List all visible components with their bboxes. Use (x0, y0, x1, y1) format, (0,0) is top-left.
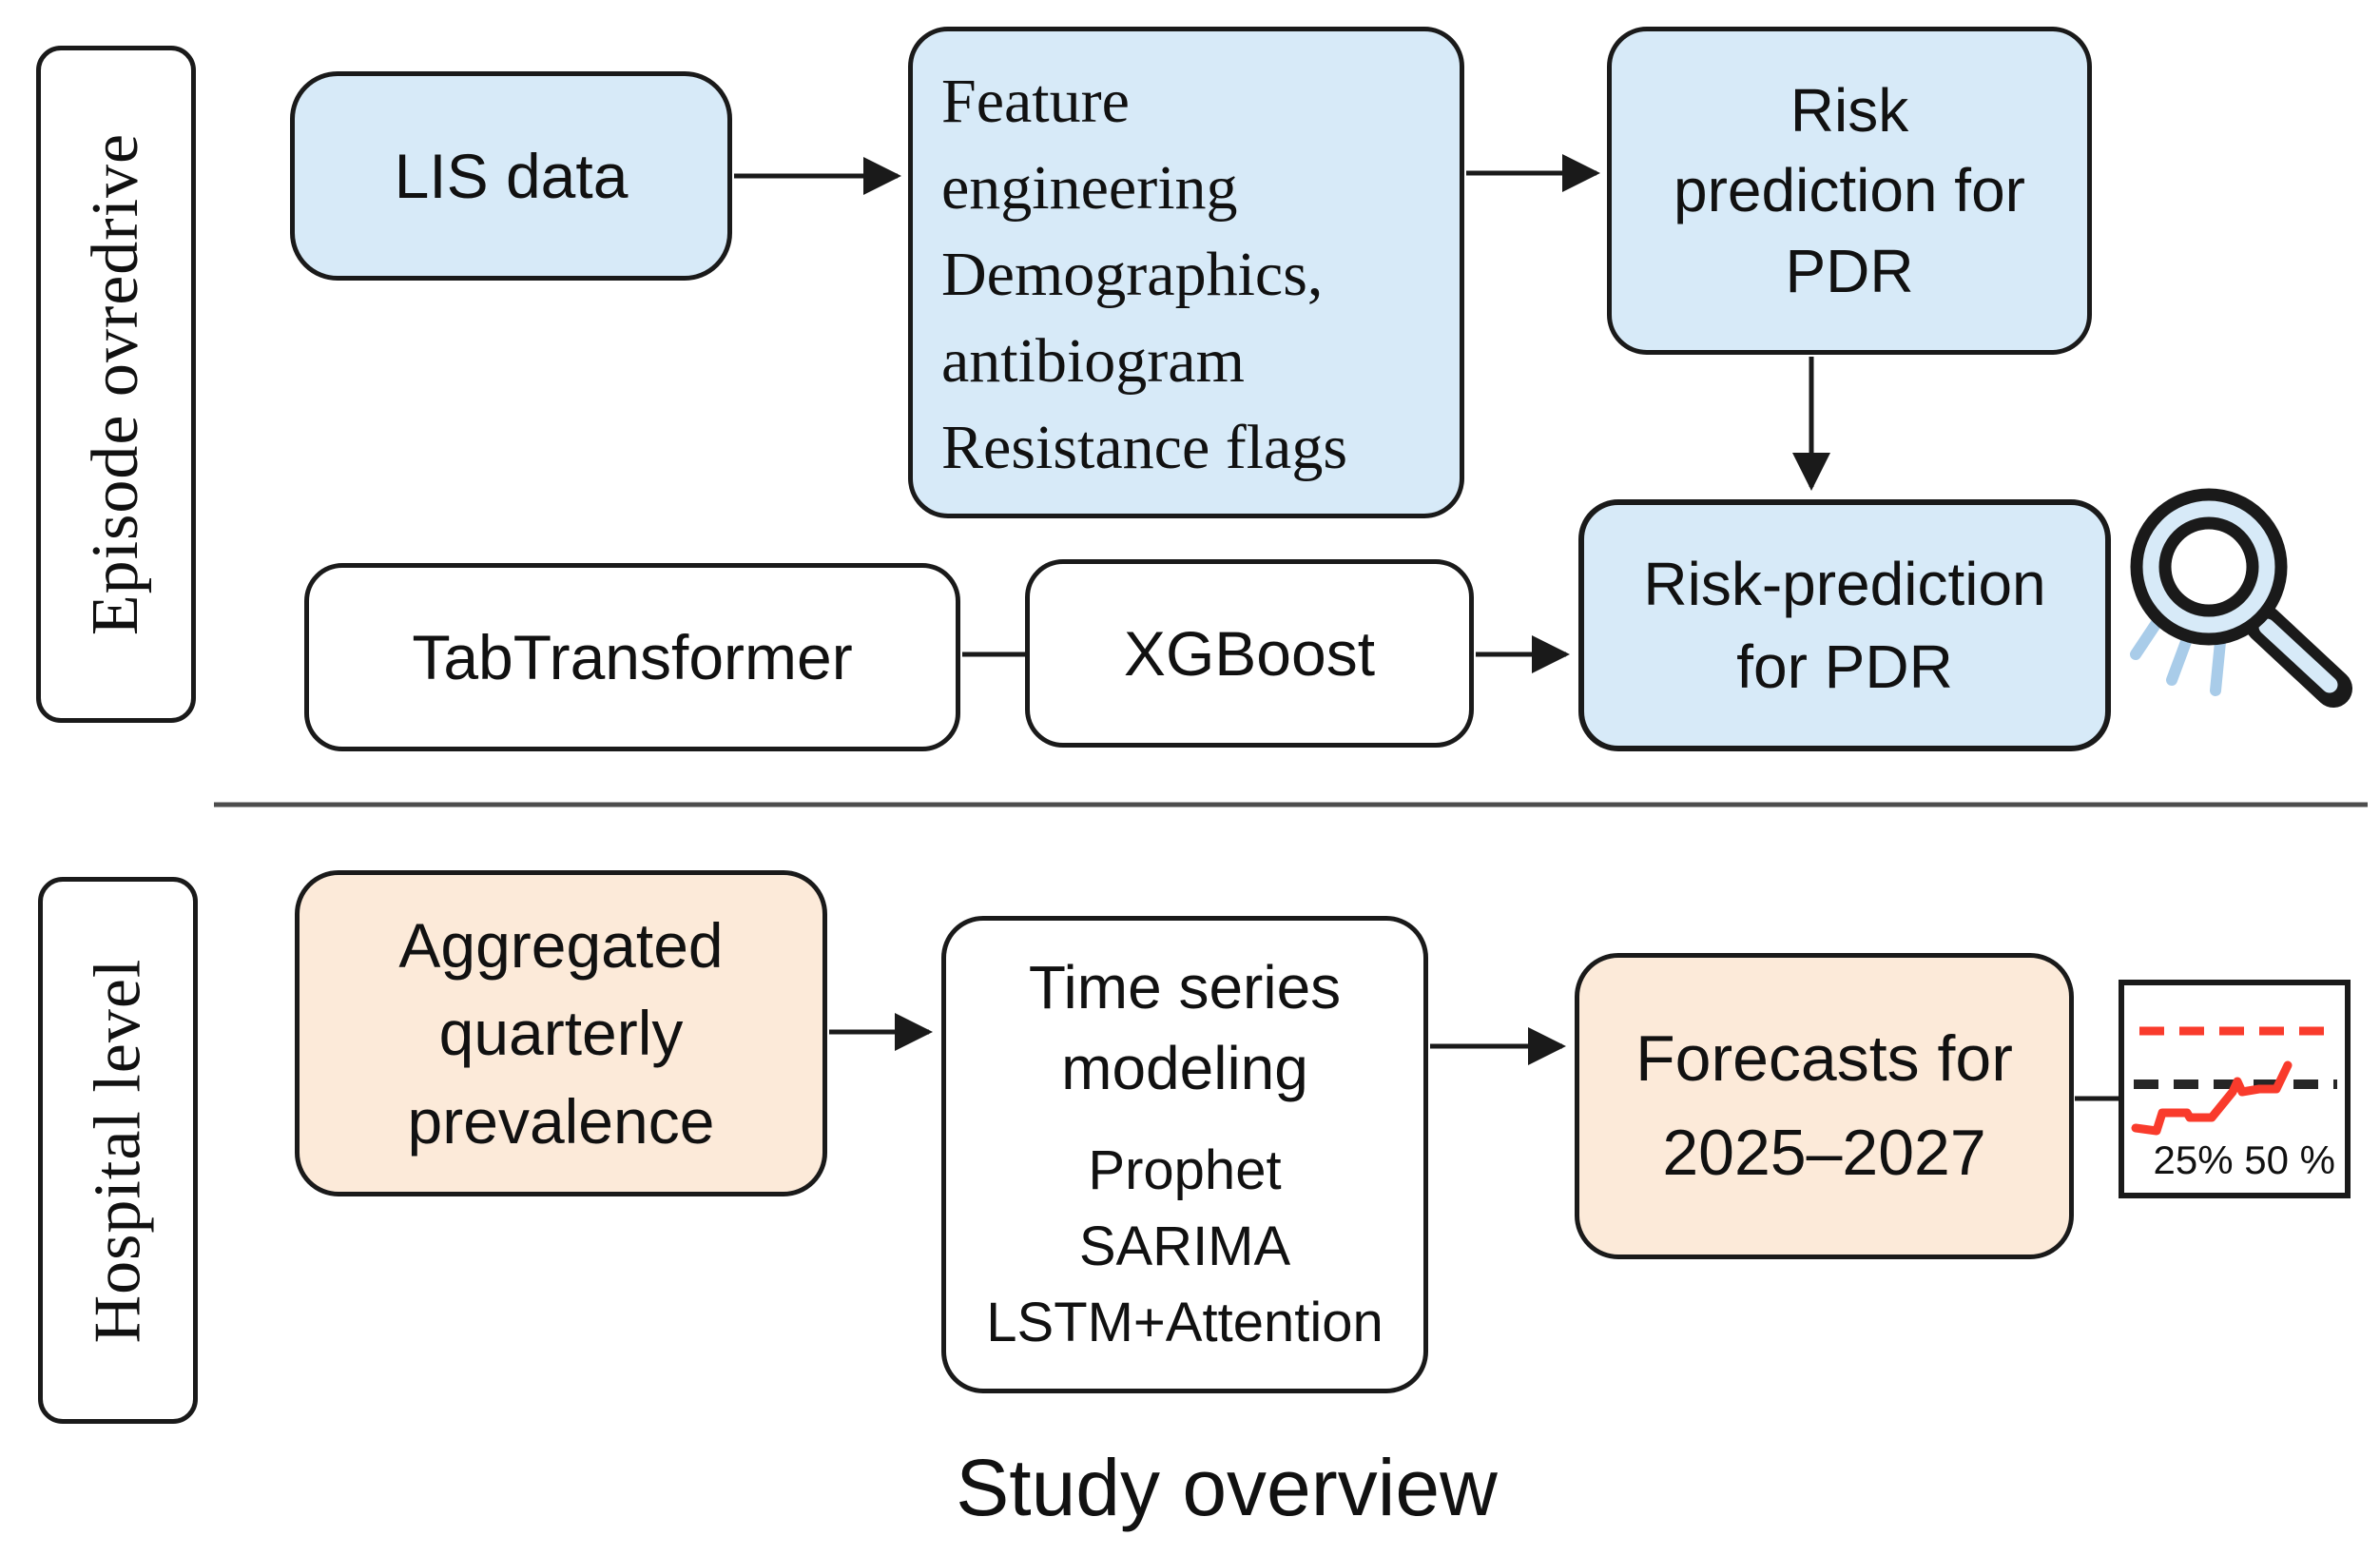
risk-top-line: prediction for (1674, 156, 2025, 225)
risk-top-line: Risk (1790, 75, 1909, 145)
figure-caption: Study overview (956, 1443, 1498, 1532)
hospital-lane-label: Hospital level (81, 958, 154, 1343)
episode-lane-label-box: Episode ovredrive (36, 46, 196, 723)
aggregated-line: prevalence (407, 1085, 715, 1157)
risk-prediction-bottom-box: Risk-prediction for PDR (1578, 499, 2111, 751)
lis-data-label: LIS data (394, 141, 629, 211)
feature-line: Resistance flags (941, 413, 1348, 483)
forecast-line: 2025–2027 (1662, 1117, 1986, 1189)
lis-data-box: LIS data (290, 71, 732, 281)
timeseries-title-line: Time series (1028, 953, 1342, 1022)
hospital-lane-label-box: Hospital level (38, 877, 198, 1424)
forecast-chart-plot (2131, 1026, 2337, 1136)
feature-engineering-box: Feature engineering Demographics, antibi… (908, 27, 1464, 518)
forecast-chart-label: 25% 50 % (2153, 1138, 2335, 1182)
forecast-chart-icon: 25% 50 % (2119, 980, 2351, 1198)
episode-lane-label: Episode ovredrive (79, 132, 153, 636)
aggregated-line: Aggregated (398, 909, 724, 981)
tabtransformer-box: TabTransformer (304, 563, 960, 751)
feature-line: Feature (941, 67, 1130, 136)
magnifier-icon (2130, 488, 2352, 708)
timeseries-model-list: Prophet SARIMA LSTM+Attention (986, 1133, 1383, 1361)
forecast-line: Forecasts for (1635, 1022, 2013, 1096)
risk-top-line: PDR (1785, 236, 1914, 305)
forecasts-box: Forecasts for 2025–2027 (1575, 953, 2074, 1259)
feature-line: antibiogram (941, 326, 1245, 397)
risk-prediction-top-box: Risk prediction for PDR (1607, 27, 2092, 355)
feature-line: engineering (941, 153, 1238, 224)
timeseries-model: Prophet (1088, 1139, 1282, 1202)
timeseries-model: LSTM+Attention (986, 1292, 1383, 1354)
tabtransformer-label: TabTransformer (412, 622, 853, 692)
timeseries-title-line: modeling (1061, 1033, 1308, 1102)
timeseries-modeling-box: Time series modeling Prophet SARIMA LSTM… (941, 916, 1428, 1393)
feature-line: Demographics, (941, 240, 1324, 310)
aggregated-prevalence-box: Aggregated quarterly prevalence (295, 870, 827, 1196)
xgboost-box: XGBoost (1025, 559, 1474, 748)
xgboost-label: XGBoost (1123, 618, 1376, 689)
risk-bottom-line: for PDR (1736, 632, 1953, 701)
risk-bottom-line: Risk-prediction (1643, 550, 2046, 619)
aggregated-line: quarterly (438, 998, 684, 1069)
timeseries-model: SARIMA (1078, 1216, 1291, 1278)
forecast-trend-line (2131, 1060, 2293, 1136)
